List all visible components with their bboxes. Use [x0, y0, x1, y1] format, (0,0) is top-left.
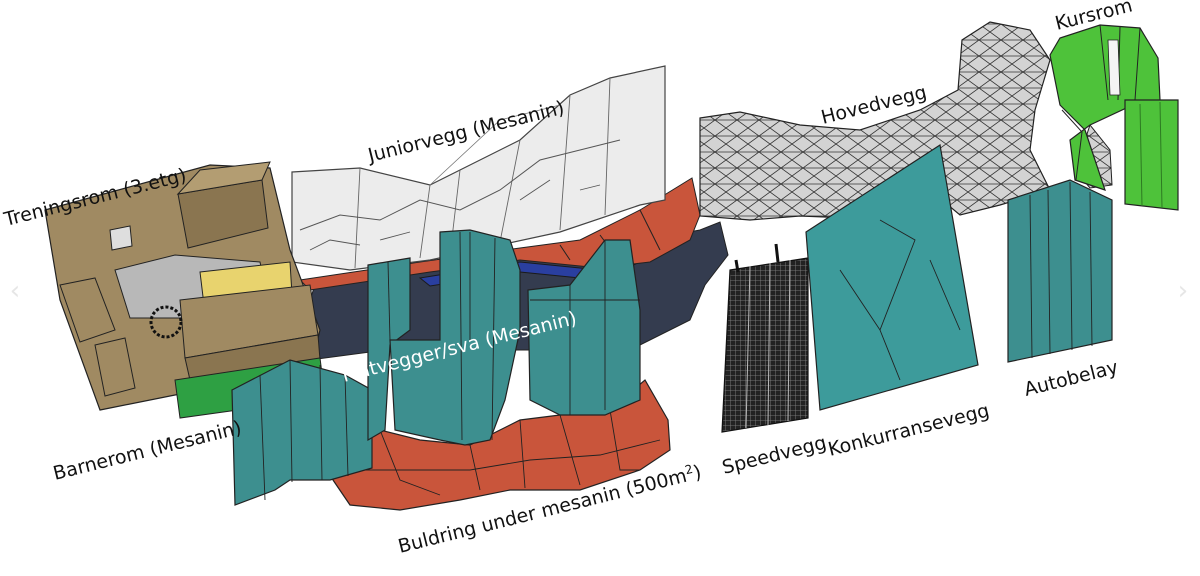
- label-buldring-sup: 2: [684, 462, 695, 477]
- label-autobelay: Autobelay: [1022, 356, 1121, 401]
- carousel-prev-button[interactable]: ‹: [9, 276, 21, 306]
- treningsrom-building: [44, 161, 326, 419]
- autobelay-wall: [1007, 179, 1113, 363]
- konkurransevegg-wall: [805, 144, 979, 411]
- carousel-next-button[interactable]: ›: [1177, 276, 1189, 306]
- kursrom-room: [1049, 24, 1179, 211]
- speedvegg-wall: [721, 243, 809, 433]
- flatvegger-walls: [231, 229, 641, 506]
- label-barnerom: Barnerom (Mesanin): [51, 417, 244, 485]
- label-konkurransevegg: Konkurransevegg: [826, 400, 992, 461]
- label-buldring-end: ): [691, 461, 704, 484]
- label-speedvegg: Speedvegg: [720, 432, 829, 479]
